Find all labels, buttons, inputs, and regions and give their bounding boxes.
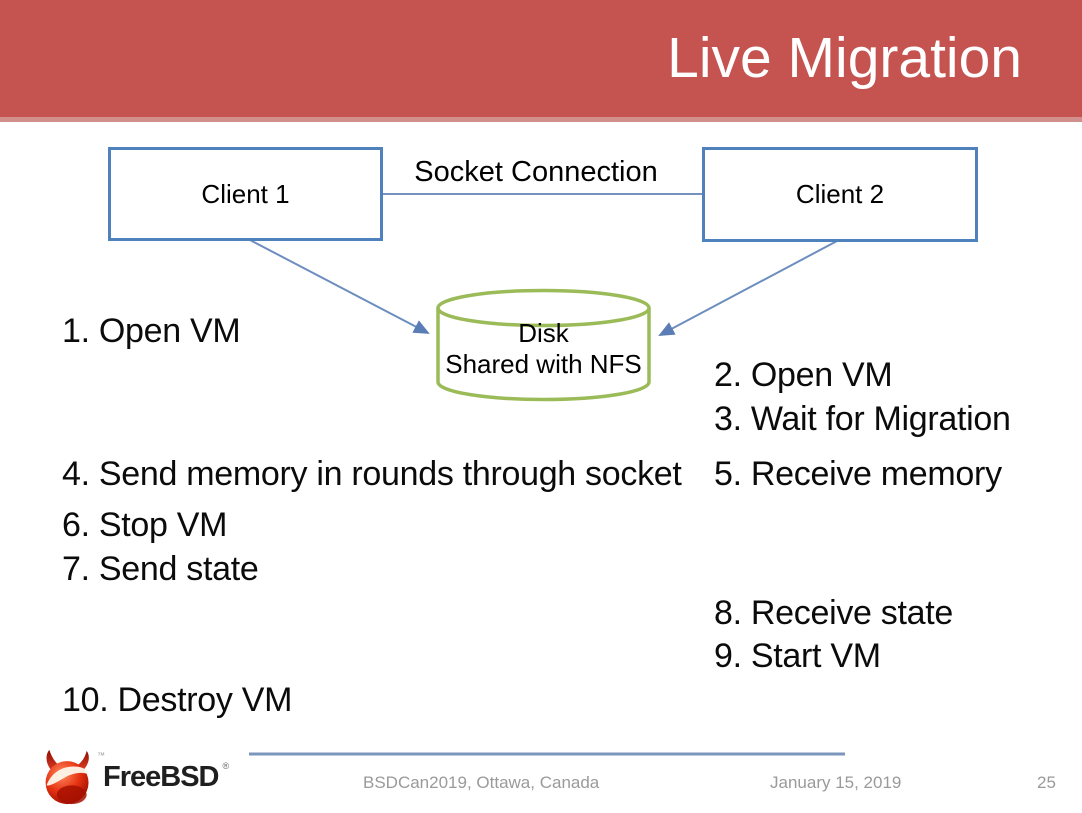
step-5-receive-memory: 5. Receive memory bbox=[714, 455, 1002, 493]
client1-box: Client 1 bbox=[108, 147, 383, 241]
client1-label: Client 1 bbox=[201, 178, 290, 209]
freebsd-wordmark: FreeBSD bbox=[103, 760, 219, 793]
footer-conference: BSDCan2019, Ottawa, Canada bbox=[363, 773, 600, 792]
slide-header-bar: Live Migration bbox=[0, 0, 1082, 122]
arrow-client1-to-disk-icon bbox=[249, 239, 430, 334]
freebsd-devil-icon bbox=[45, 749, 89, 805]
freebsd-logo: FreeBSD ® bbox=[40, 747, 229, 807]
disk-label-line2: Shared with NFS bbox=[445, 349, 642, 379]
step-1-open-vm: 1. Open VM bbox=[62, 312, 241, 350]
disk-label: Disk Shared with NFS bbox=[428, 318, 659, 380]
step-10-destroy-vm: 10. Destroy VM bbox=[62, 681, 293, 719]
disk-label-line1: Disk bbox=[518, 318, 569, 348]
step-6-stop-vm: 6. Stop VM bbox=[62, 506, 228, 544]
socket-connection-label: Socket Connection bbox=[414, 156, 658, 188]
step-8-receive-state: 8. Receive state bbox=[714, 594, 953, 632]
step-2-open-vm: 2. Open VM bbox=[714, 356, 893, 394]
client2-box: Client 2 bbox=[702, 147, 978, 242]
footer-page-number: 25 bbox=[1037, 773, 1056, 792]
step-3-wait-migration: 3. Wait for Migration bbox=[714, 400, 1011, 438]
arrow-client2-to-disk-icon bbox=[658, 240, 838, 336]
footer-date: January 15, 2019 bbox=[770, 773, 902, 792]
step-9-start-vm: 9. Start VM bbox=[714, 637, 881, 675]
step-4-send-memory: 4. Send memory in rounds through socket bbox=[62, 455, 682, 493]
step-7-send-state: 7. Send state bbox=[62, 550, 259, 588]
registered-trademark-symbol: ® bbox=[222, 761, 230, 771]
client2-label: Client 2 bbox=[795, 179, 885, 209]
trademark-symbol: ™ bbox=[97, 751, 105, 760]
slide-title: Live Migration bbox=[667, 26, 1022, 90]
